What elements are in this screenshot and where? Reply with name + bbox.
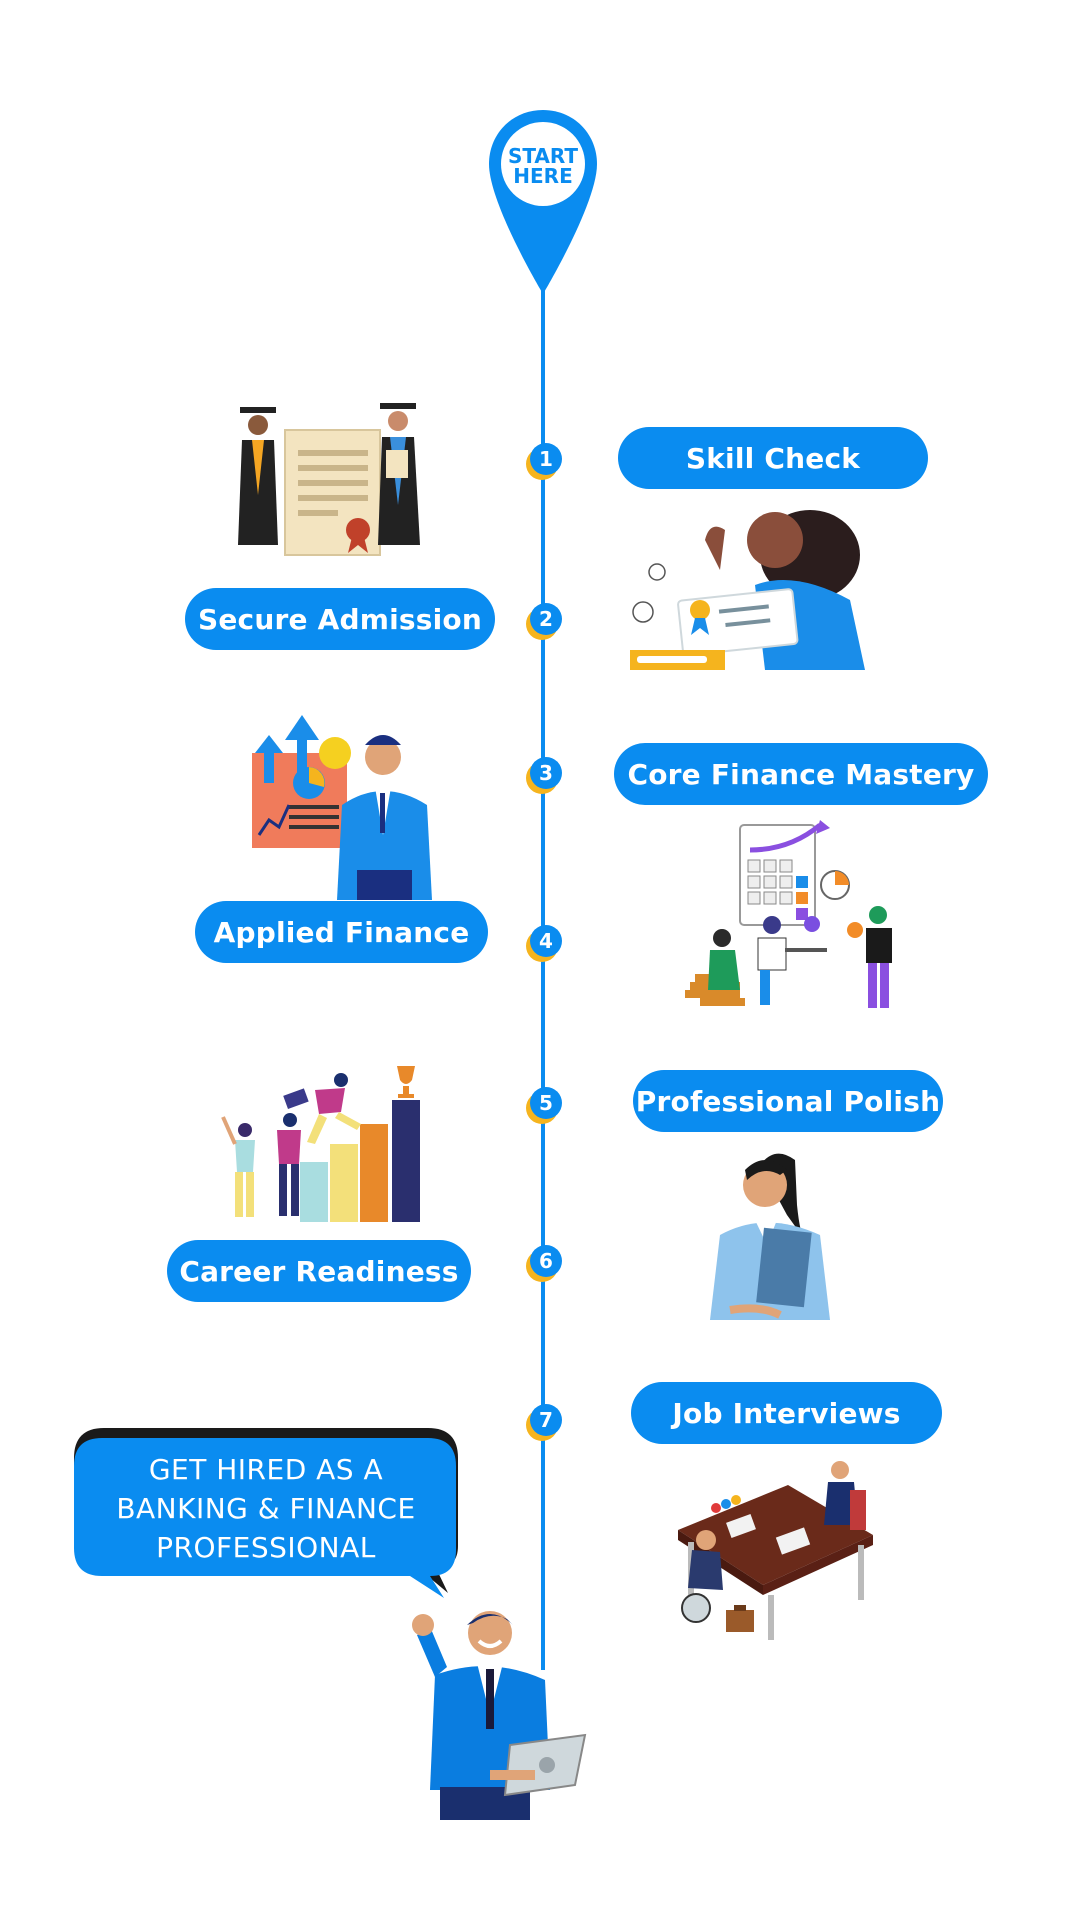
job-interview-illustration bbox=[678, 1461, 873, 1640]
step-7-label: Job Interviews bbox=[631, 1382, 942, 1444]
step-4-label: Applied Finance bbox=[195, 901, 488, 963]
step-5-node: 5 bbox=[530, 1087, 562, 1119]
start-pin-line1: START bbox=[507, 144, 579, 168]
step-4-node: 4 bbox=[530, 925, 562, 957]
goal-text: GET HIRED AS A BANKING & FINANCE PROFESS… bbox=[74, 1450, 458, 1567]
goal-line3: PROFESSIONAL bbox=[156, 1531, 376, 1564]
start-pin-label: START HERE bbox=[500, 146, 586, 186]
goal-speech-bubble bbox=[74, 1428, 458, 1598]
celebrating-professional-illustration bbox=[412, 1611, 587, 1820]
step-2-label: Secure Admission bbox=[185, 588, 495, 650]
step-5-label: Professional Polish bbox=[633, 1070, 943, 1132]
step-3-label: Core Finance Mastery bbox=[614, 743, 988, 805]
professional-woman-illustration bbox=[710, 1153, 830, 1320]
step-6-label: Career Readiness bbox=[167, 1240, 471, 1302]
skill-check-illustration bbox=[630, 510, 865, 670]
step-1-label: Skill Check bbox=[618, 427, 928, 489]
step-7-node: 7 bbox=[530, 1404, 562, 1436]
step-3-node: 3 bbox=[530, 757, 562, 789]
graduates-diploma-illustration bbox=[238, 403, 420, 556]
start-pin bbox=[489, 110, 597, 294]
core-finance-illustration bbox=[685, 820, 892, 1008]
goal-line1: GET HIRED AS A bbox=[148, 1453, 384, 1486]
start-pin-line2: HERE bbox=[513, 164, 573, 188]
goal-line2: BANKING & FINANCE bbox=[116, 1492, 416, 1525]
timeline-line bbox=[541, 290, 545, 1670]
step-1-node: 1 bbox=[530, 443, 562, 475]
career-growth-illustration bbox=[221, 1066, 420, 1222]
step-6-node: 6 bbox=[530, 1245, 562, 1277]
step-2-node: 2 bbox=[530, 603, 562, 635]
finance-dashboard-illustration bbox=[252, 715, 432, 900]
